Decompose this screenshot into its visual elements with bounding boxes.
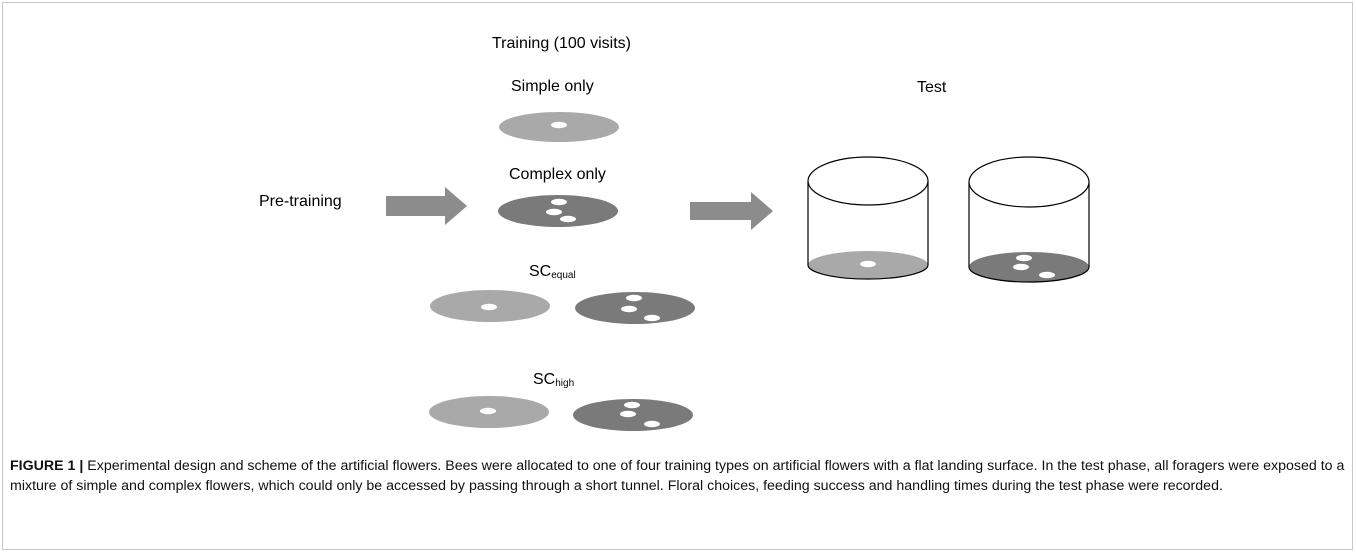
sc-equal-base: SC [529, 263, 552, 280]
label-pre-training: Pre-training [259, 193, 342, 210]
test-tunnel-complex-flower [968, 156, 1090, 283]
label-complex-only: Complex only [509, 166, 606, 183]
training-title: Training (100 visits) [492, 35, 632, 52]
test-tunnel-simple-flower [807, 156, 929, 280]
sc-equal-simple-flower [430, 290, 550, 322]
arrow-training-to-test [690, 192, 773, 230]
sc-equal-sub: equal [551, 270, 576, 281]
sc-high-sub: high [555, 378, 575, 389]
simple-only-flower [499, 112, 619, 142]
caption-label: FIGURE 1 | [10, 458, 84, 474]
sc-equal-complex-flower [575, 292, 695, 324]
label-test: Test [917, 79, 947, 96]
sc-high-complex-flower [573, 399, 693, 431]
complex-only-flower [498, 195, 618, 227]
label-simple-only: Simple only [511, 78, 594, 95]
label-sc-equal: SCequal [529, 264, 576, 281]
arrow-pretraining-to-training [386, 187, 467, 225]
caption-text: Experimental design and scheme of the ar… [10, 458, 1345, 494]
figure-caption: FIGURE 1 | Experimental design and schem… [10, 456, 1345, 496]
sc-high-simple-flower [429, 396, 549, 428]
experiment-diagram [386, 112, 1090, 431]
sc-high-base: SC [533, 371, 556, 388]
label-sc-high: SChigh [533, 372, 574, 389]
